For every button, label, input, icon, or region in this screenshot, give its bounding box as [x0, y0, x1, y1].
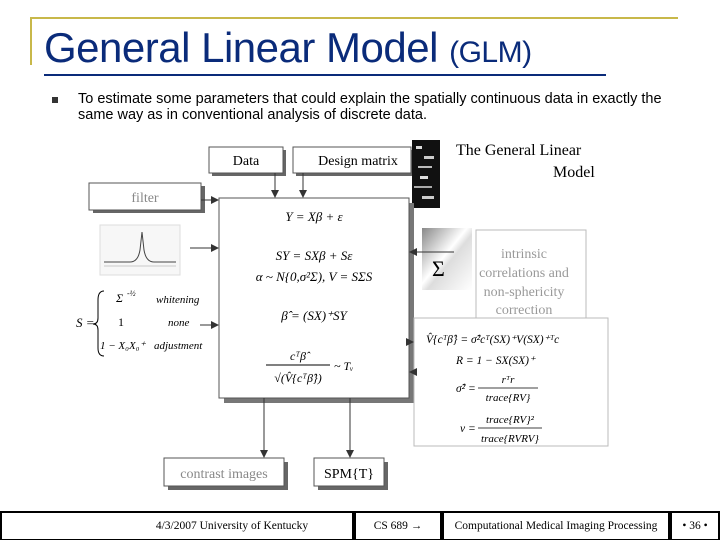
res-4-lhs: v =: [460, 423, 476, 435]
eq-4: β̂ = (SX)⁺SY: [280, 308, 348, 323]
design-matrix-box: Design matrix: [292, 146, 414, 176]
res-3-lhs: σ̂² =: [456, 383, 476, 395]
main-equations-box: Y = Xβ + ε SY = SXβ + Sε α ~ N{0,σ²Σ), V…: [218, 197, 414, 403]
data-label: Data: [233, 154, 260, 169]
eq-5-den: √(V̂{cᵀβ̂}): [274, 371, 321, 385]
filter-label: filter: [131, 191, 159, 206]
slide-title: General Linear Model (GLM): [44, 24, 532, 72]
sigma-image: Σ: [422, 228, 472, 290]
sigma-symbol: Σ: [432, 256, 445, 281]
bullet-text: To estimate some parameters that could e…: [78, 91, 662, 123]
res-3-num: rᵀr: [502, 374, 516, 386]
s-row-2: 1: [118, 315, 124, 329]
eq-3: α ~ N{0,σ²Σ), V = SΣS: [256, 269, 373, 284]
intrinsic-correlations-box: intrinsic correlations and non-sphericit…: [475, 229, 587, 321]
results-equations-box: V̂{cᵀβ̂} = σ̂²cᵀ(SX)⁺V(SX)⁺ᵀc R = 1 − SX…: [413, 317, 609, 447]
diagram-arrows: [190, 173, 454, 458]
filter-box: filter: [88, 182, 205, 213]
s-row-1: Σ: [115, 291, 123, 305]
intr-line-4: correction: [496, 303, 553, 318]
intr-line-1: intrinsic: [501, 247, 547, 262]
filter-plot-image: [99, 224, 181, 276]
s-definition: S = Σ -½ whitening 1 none 1 − X₀X₀⁺ adju…: [76, 289, 203, 357]
res-1: V̂{cᵀβ̂} = σ̂²cᵀ(SX)⁺V(SX)⁺ᵀc: [426, 332, 559, 346]
s-row-3: 1 − X₀X₀⁺: [100, 340, 147, 352]
title-paren: (GLM): [449, 36, 532, 69]
glm-line-1: The General Linear: [456, 142, 582, 159]
s-row-1-text: whitening: [156, 294, 200, 306]
contrast-label: contrast images: [180, 467, 267, 482]
title-main: General Linear Model: [44, 24, 450, 71]
contrast-images-box: contrast images: [163, 457, 288, 490]
eq-1: Y = Xβ + ε: [285, 209, 343, 224]
eq-2: SY = SXβ + Sε: [276, 248, 354, 263]
title-underline: [44, 74, 606, 76]
eq-5-num: cᵀβ̂: [290, 349, 311, 363]
intr-line-3: non-sphericity: [484, 285, 565, 300]
spm-label: SPM{T}: [324, 467, 374, 482]
s-row-2-text: none: [168, 317, 190, 329]
design-matrix-image: [412, 140, 440, 208]
frame-top-rule: [30, 17, 678, 19]
res-4-den: trace{RVRV}: [481, 433, 539, 445]
frame-left-rule: [30, 17, 32, 65]
spm-t-box: SPM{T}: [313, 457, 388, 490]
s-row-1-exp: -½: [127, 289, 136, 298]
footer-date-institution: 4/3/2007 University of Kentucky: [2, 513, 352, 539]
data-box: Data: [208, 146, 286, 176]
footer-page-number: • 36 •: [672, 513, 718, 539]
eq-5-rhs: ~ Tᵥ: [334, 359, 354, 373]
glm-line-2: Model: [553, 164, 595, 181]
res-4-num: trace{RV}²: [486, 414, 535, 426]
bullet-square-icon: [52, 97, 58, 103]
footer-topic: Computational Medical Imaging Processing: [444, 513, 668, 539]
footer-course: CS 689 →: [356, 513, 440, 539]
res-2: R = 1 − SX(SX)⁺: [455, 355, 536, 367]
intr-line-2: correlations and: [479, 266, 569, 281]
design-label: Design matrix: [318, 154, 398, 169]
s-row-3-text: adjustment: [154, 340, 203, 352]
s-label: S =: [76, 315, 95, 330]
res-3-den: trace{RV}: [486, 392, 531, 404]
